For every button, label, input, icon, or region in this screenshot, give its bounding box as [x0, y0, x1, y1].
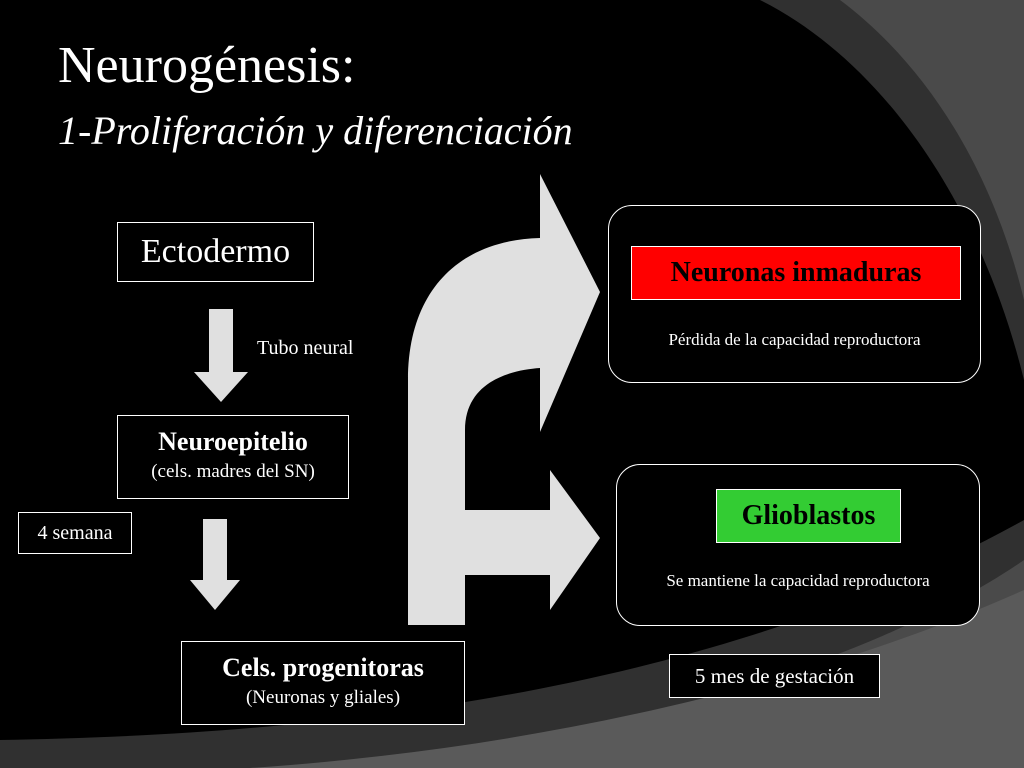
progenitoras-box: Cels. progenitoras (Neuronas y gliales) [181, 641, 465, 725]
glioblastos-note: Se mantiene la capacidad reproductora [666, 571, 930, 590]
neuronas-note: Pérdida de la capacidad reproductora [668, 330, 921, 349]
neuroepitelio-sublabel: (cels. madres del SN) [151, 461, 315, 482]
gestacion-badge: 5 mes de gestación [669, 654, 880, 698]
ectodermo-label: Ectodermo [140, 233, 291, 270]
glioblastos-panel: Glioblastos Se mantiene la capacidad rep… [616, 464, 980, 626]
ectodermo-box: Ectodermo [117, 222, 314, 282]
page-title: Neurogénesis: [58, 37, 356, 94]
semana-badge: 4 semana [18, 512, 132, 554]
tubo-neural-label: Tubo neural [257, 337, 354, 359]
neuronas-badge: Neuronas inmaduras [631, 246, 961, 300]
progenitoras-label: Cels. progenitoras [222, 653, 424, 682]
down-arrow-icon [194, 309, 248, 402]
neuronas-panel: Neuronas inmaduras Pérdida de la capacid… [608, 205, 981, 383]
neuroepitelio-label: Neuroepitelio [158, 427, 308, 456]
gestacion-label: 5 mes de gestación [694, 664, 855, 688]
down-arrow-icon [190, 519, 240, 610]
progenitoras-sublabel: (Neuronas y gliales) [245, 687, 401, 708]
neuroepitelio-box: Neuroepitelio (cels. madres del SN) [117, 415, 349, 499]
branch-arrow-icon [408, 174, 600, 625]
semana-label: 4 semana [37, 522, 113, 544]
page-subtitle: 1-Proliferación y diferenciación [58, 108, 573, 153]
glioblastos-badge: Glioblastos [716, 489, 901, 543]
